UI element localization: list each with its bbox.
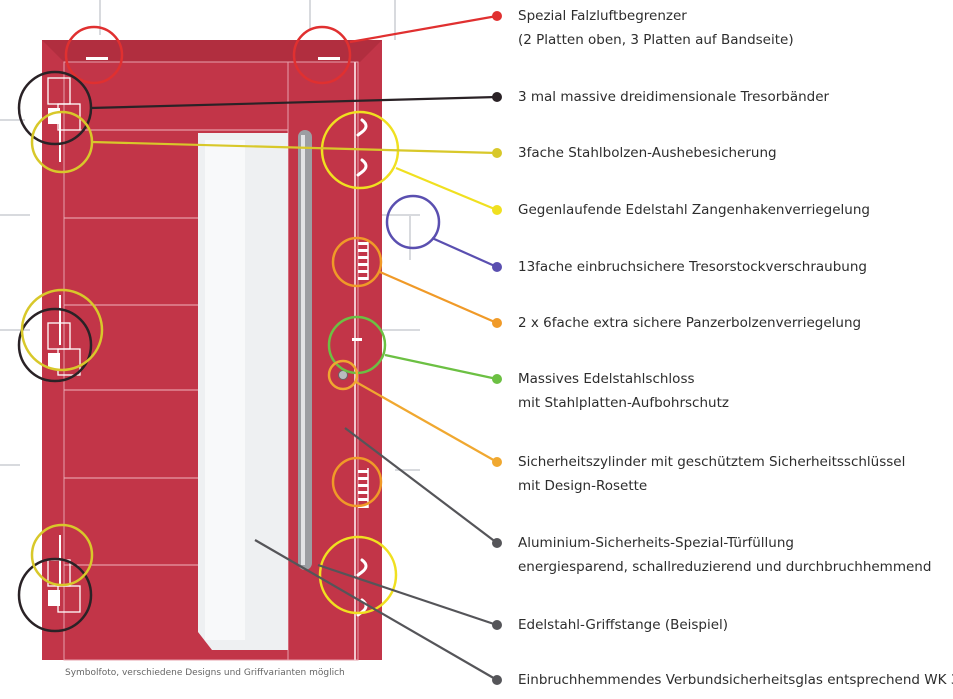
- callout-label-line: 3fache Stahlbolzen-Aushebesicherung: [518, 145, 777, 161]
- leader-line: [89, 95, 498, 110]
- callout-label-line: 13fache einbruchsichere Tresorstockversc…: [518, 259, 867, 275]
- leader-line: [395, 166, 498, 212]
- leader-line: [384, 353, 498, 381]
- callout-label: 3fache Stahlbolzen-Aushebesicherung: [518, 141, 777, 165]
- callout-circle: [30, 523, 94, 587]
- callout-circle: [64, 25, 124, 85]
- bolt-ladder: [358, 240, 369, 280]
- callout-label-line: Aluminium-Sicherheits-Spezial-Türfüllung: [518, 535, 794, 551]
- leader-line: [355, 381, 498, 463]
- callout-label-line: Einbruchhemmendes Verbundsicherheitsglas…: [518, 672, 953, 688]
- leader-line: [431, 236, 498, 269]
- callout-circle: [385, 194, 441, 250]
- leader-line: [91, 140, 498, 155]
- callout-label: Sicherheitszylinder mit geschütztem Sich…: [518, 450, 905, 498]
- callout-label-line: Massives Edelstahlschloss: [518, 371, 695, 387]
- callout-label-line: Gegenlaufende Edelstahl Zangenhakenverri…: [518, 202, 870, 218]
- callout-dot: [492, 675, 502, 685]
- callout-dot: [492, 538, 502, 548]
- lock-latch: [352, 338, 362, 341]
- callout-circle: [318, 535, 398, 615]
- leader-line: [317, 563, 498, 627]
- callout-label-line: Sicherheitszylinder mit geschütztem Sich…: [518, 454, 906, 470]
- callout-label-line: 3 mal massive dreidimensionale Tresorbän…: [518, 89, 830, 105]
- callout-dot: [492, 457, 502, 467]
- callout-label-line: 2 x 6fache extra sichere Panzerbolzenver…: [518, 315, 862, 331]
- callout-circle: [20, 288, 104, 372]
- leader-line: [344, 427, 498, 544]
- callout-label-line: Spezial Falzluftbegrenzer: [518, 8, 687, 24]
- callout-circle: [331, 236, 383, 288]
- leader-line: [379, 270, 498, 325]
- callout-dot: [492, 318, 502, 328]
- callout-circle: [331, 456, 383, 508]
- photo-caption: Symbolfoto, verschiedene Designs und Gri…: [65, 668, 345, 678]
- callout-dot: [492, 262, 502, 272]
- callout-circle: [17, 557, 93, 633]
- callout-circle: [17, 307, 93, 383]
- callout-label: Spezial Falzluftbegrenzer (2 Platten oben…: [518, 4, 794, 52]
- callout-dot: [492, 205, 502, 215]
- falz-plate: [86, 57, 108, 60]
- callout-label: 2 x 6fache extra sichere Panzerbolzenver…: [518, 311, 861, 335]
- callout-label-line: energiesparend, schallreduzierend und du…: [518, 559, 932, 575]
- callout-dot: [492, 620, 502, 630]
- callout-dot: [492, 11, 502, 21]
- callout-dot: [492, 374, 502, 384]
- callout-label: Gegenlaufende Edelstahl Zangenhakenverri…: [518, 198, 870, 222]
- hinge: [47, 559, 81, 613]
- door-leaf-outline: [63, 61, 359, 661]
- callout-circle: [327, 359, 359, 391]
- callout-circle: [292, 25, 352, 85]
- handle-highlight: [301, 135, 305, 565]
- callout-dot: [492, 148, 502, 158]
- callout-label: 3 mal massive dreidimensionale Tresorbän…: [518, 85, 829, 109]
- callout-label-line: (2 Platten oben, 3 Platten auf Bandseite…: [518, 32, 794, 48]
- hook-lock: [356, 118, 368, 137]
- callout-label: Aluminium-Sicherheits-Spezial-Türfüllung…: [518, 531, 931, 579]
- callout-label-line: Edelstahl-Griffstange (Beispiel): [518, 617, 729, 633]
- leader-line: [254, 539, 498, 681]
- hook-lock: [356, 558, 368, 577]
- callout-label-line: mit Stahlplatten-Aufbohrschutz: [518, 395, 729, 411]
- callout-label: Massives Edelstahlschloss mit Stahlplatte…: [518, 367, 729, 415]
- frame-top-bevel: [42, 40, 382, 62]
- callout-label: Einbruchhemmendes Verbundsicherheitsglas…: [518, 668, 953, 692]
- leader-line: [349, 14, 498, 44]
- callout-label: Edelstahl-Griffstange (Beispiel): [518, 613, 728, 637]
- callout-dot: [492, 92, 502, 102]
- glass-highlight: [205, 140, 245, 640]
- callout-label: 13fache einbruchsichere Tresorstockversc…: [518, 255, 867, 279]
- callout-label-line: mit Design-Rosette: [518, 478, 648, 494]
- falz-plate: [318, 57, 340, 60]
- hook-lock: [356, 158, 368, 177]
